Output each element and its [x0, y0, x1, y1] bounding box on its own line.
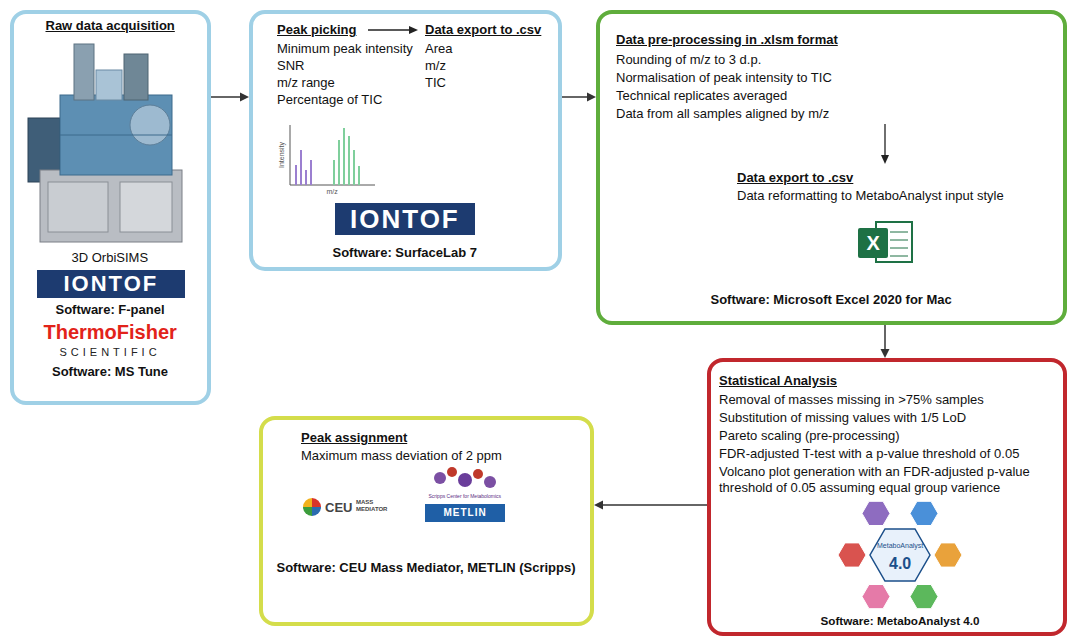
arrow-line	[211, 96, 241, 98]
node-text: FDR-adjusted T-test with a p-value thres…	[719, 446, 1019, 462]
node-text: Peak assignment	[301, 430, 407, 446]
node-text: Data from all samples aligned by m/z	[616, 106, 829, 122]
node-text: SNR	[277, 58, 304, 74]
node-text: Software: MS Tune	[52, 364, 168, 380]
flow-arrow	[881, 325, 890, 358]
preprocessing-box: Data pre-processing in .xlsm formatRound…	[596, 10, 1067, 325]
node-text: Area	[425, 41, 452, 57]
inner-arrow	[881, 124, 889, 164]
node-text: Minimum peak intensity	[277, 41, 413, 57]
flow-arrow	[211, 93, 249, 102]
metaboanalyst-logo	[838, 501, 962, 608]
logo-bar	[335, 203, 475, 235]
peak-picking-box: Peak pickingMinimum peak intensitySNRm/z…	[249, 10, 562, 271]
node-text: Volcano plot generation with an FDR-adju…	[719, 464, 1057, 496]
node-text: Raw data acquisition	[46, 18, 175, 34]
node-text: Normalisation of peak intensity to TIC	[616, 70, 832, 86]
node-text: CEU	[325, 500, 352, 516]
node-text: m/z	[327, 188, 338, 196]
node-text: IONTOF	[350, 204, 460, 235]
node-text: Statistical Analysis	[719, 373, 837, 389]
arrow-head	[881, 349, 890, 358]
node-text: 4.0	[889, 554, 911, 573]
node-text: Scripps Center for Metabolomics	[429, 493, 502, 499]
excel-icon	[858, 222, 912, 262]
node-text: Intensity	[278, 142, 286, 168]
instrument-picture	[28, 44, 182, 242]
acquisition-box: Raw data acquisition 3D OrbiSIMS IONTOF Sof…	[10, 10, 211, 405]
node-text: Data pre-processing in .xlsm format	[616, 32, 838, 48]
node-text: Software: Microsoft Excel 2020 for Mac	[711, 292, 952, 308]
flow-arrow	[594, 501, 707, 510]
node-text: m/z	[425, 58, 446, 74]
node-text: Data reformatting to MetaboAnalyst input…	[737, 188, 1004, 204]
node-text: SCIENTIFIC	[60, 346, 161, 359]
node-text: Peak picking	[277, 22, 356, 38]
node-text: Substitution of missing values with 1/5 …	[719, 410, 966, 426]
node-text: Maximum mass deviation of 2 ppm	[301, 448, 502, 464]
node-text: Data export to .csv	[737, 170, 853, 186]
node-text: m/z range	[277, 75, 335, 91]
node-text: Pareto scaling (pre-processing)	[719, 428, 900, 444]
arrow-head	[587, 93, 596, 102]
node-text: Software: CEU Mass Mediator, METLIN (Scr…	[277, 560, 576, 576]
node-text: Software: SurfaceLab 7	[333, 245, 478, 261]
metlin-logo	[425, 467, 505, 522]
assignment-box: Peak assignmentMaximum mass deviation of…	[259, 416, 594, 626]
inner-arrow	[368, 26, 418, 34]
spectrum-icon	[290, 125, 375, 185]
node-text: Removal of masses missing in >75% sample…	[719, 392, 984, 408]
node-text: IONTOF	[64, 271, 159, 297]
node-text: METLIN	[444, 507, 487, 519]
node-text: Percentage of TIC	[277, 92, 382, 108]
node-text: X	[867, 231, 880, 255]
ceu-logo	[303, 498, 321, 516]
arrow-head	[240, 93, 249, 102]
arrow-line	[884, 325, 886, 350]
arrow-line	[562, 96, 588, 98]
node-text: Software: MetaboAnalyst 4.0	[821, 613, 980, 629]
node-text: ThermoFisher	[44, 320, 177, 344]
node-text: Data export to .csv	[425, 22, 541, 38]
logo-bar	[37, 270, 185, 298]
flow-arrow	[562, 93, 596, 102]
node-text: Rounding of m/z to 3 d.p.	[616, 52, 761, 68]
node-text: MetaboAnalyst	[877, 542, 923, 550]
arrow-head	[594, 501, 603, 510]
statistics-box: Statistical AnalysisRemoval of masses mi…	[707, 358, 1067, 636]
node-text: Technical replicates averaged	[616, 88, 787, 104]
node-text: TIC	[425, 75, 446, 91]
node-text: Software: F-panel	[56, 302, 165, 318]
node-text: 3D OrbiSIMS	[72, 250, 149, 266]
node-text: MASS MEDIATOR	[356, 499, 390, 513]
arrow-line	[602, 504, 707, 506]
